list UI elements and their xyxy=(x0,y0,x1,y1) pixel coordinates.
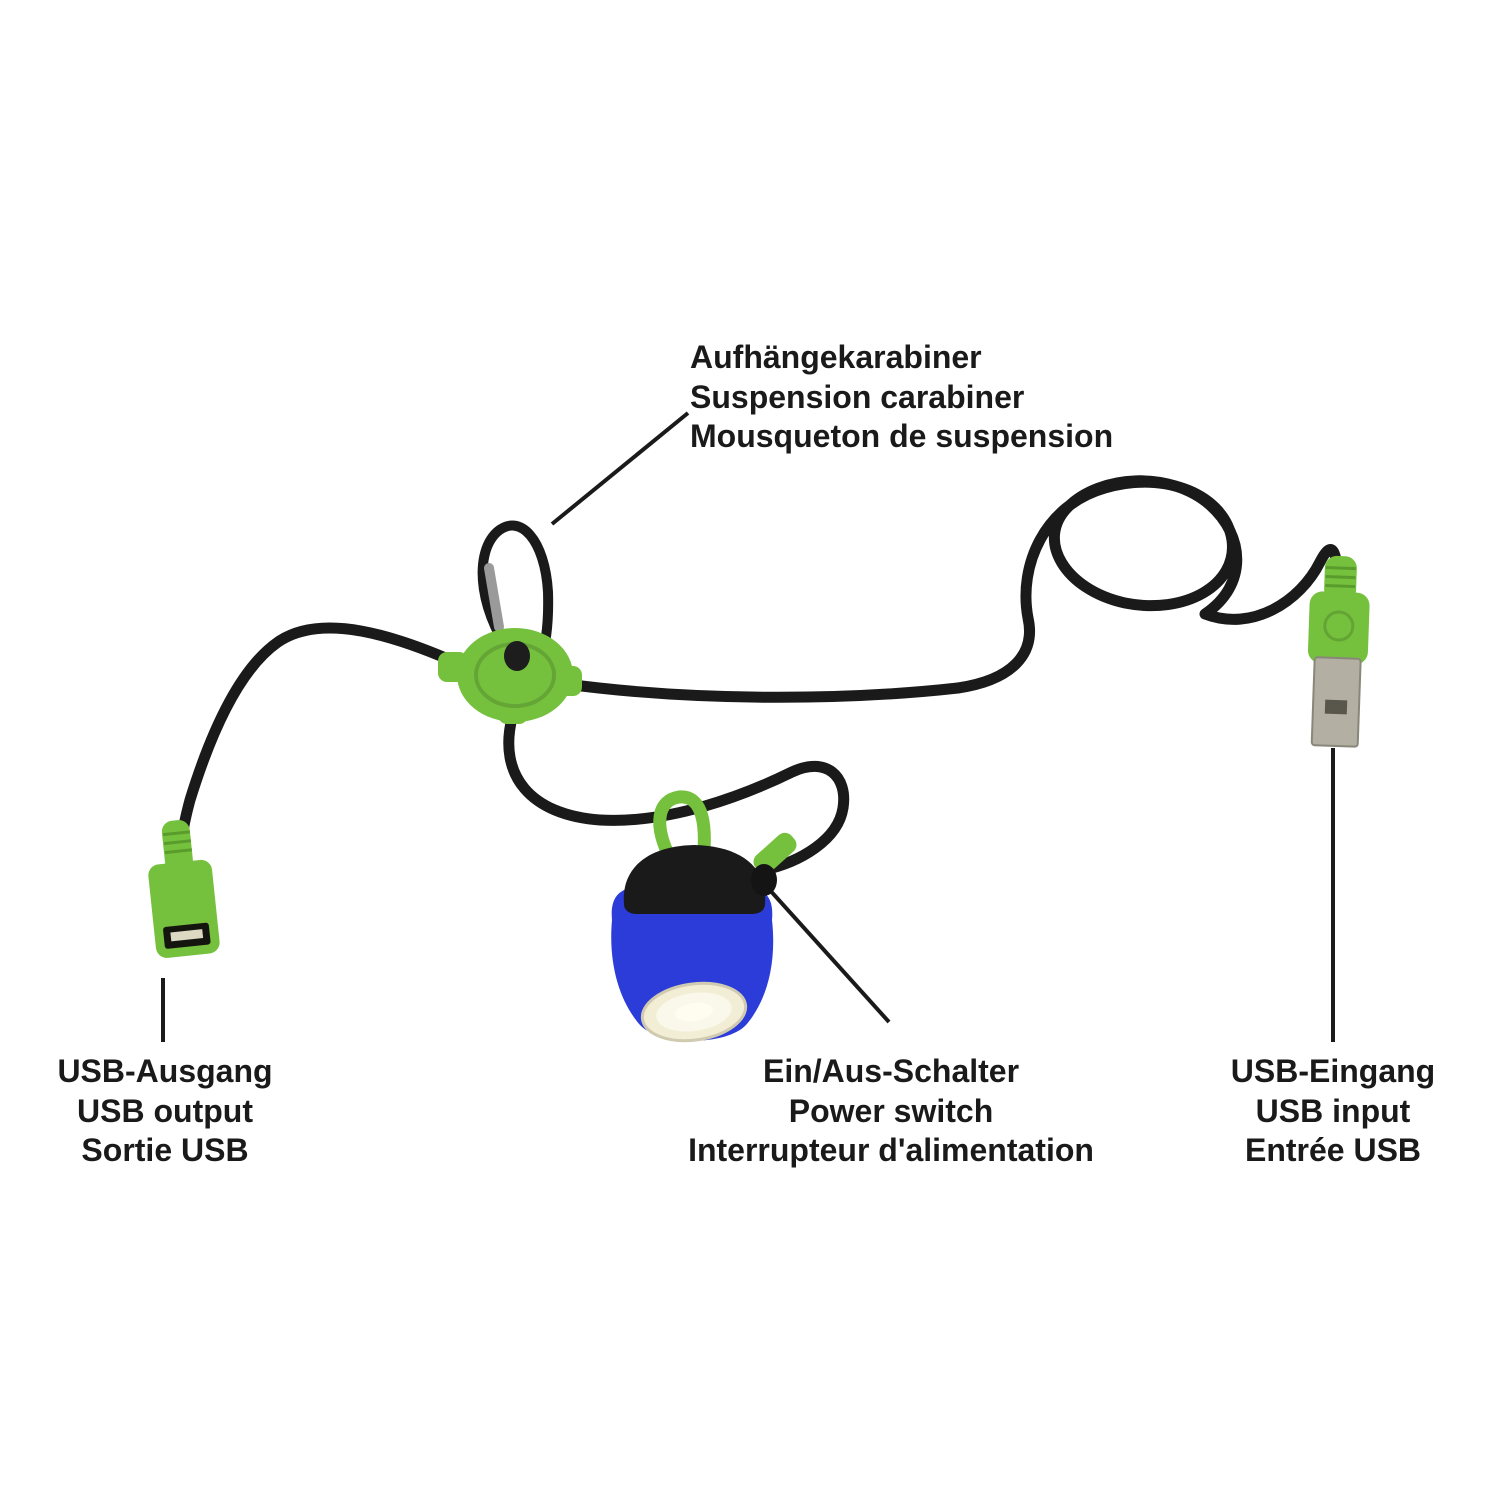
lamp-clip-loop xyxy=(653,790,711,869)
cable-left-output xyxy=(177,622,470,838)
leader-line-carabiner xyxy=(550,411,690,526)
label-power-switch-de: Ein/Aus-Schalter xyxy=(762,1053,1020,1089)
label-usb-output-en: USB output xyxy=(77,1092,253,1129)
label-usb-output-fr: Sortie USB xyxy=(81,1132,249,1169)
label-power-switch-en: Power switch xyxy=(788,1092,994,1129)
label-usb-input: USB-Eingang USB input Entrée USB xyxy=(1143,1052,1500,1171)
label-carabiner-en: Suspension carabiner xyxy=(690,378,1025,415)
usb-shell-hole xyxy=(1324,699,1348,715)
label-usb-input-de: USB-Eingang xyxy=(1230,1053,1436,1089)
label-carabiner: Aufhängekarabiner Suspension carabiner M… xyxy=(690,338,1210,457)
cable-coil xyxy=(952,475,1343,694)
lamp-top-housing xyxy=(623,845,766,914)
cable-to-lamp xyxy=(503,712,850,876)
usb-female-connector xyxy=(148,820,220,958)
hub-carabiner-hole xyxy=(504,641,530,671)
power-switch-knob xyxy=(751,864,777,896)
lamp-illustration xyxy=(611,790,797,1043)
label-usb-input-fr: Entrée USB xyxy=(1244,1132,1422,1169)
label-usb-output-de: USB-Ausgang xyxy=(57,1053,273,1089)
label-carabiner-de: Aufhängekarabiner xyxy=(690,339,982,375)
lamp-lens xyxy=(640,981,748,1043)
lamp-cable-grommet xyxy=(753,832,797,874)
carabiner-gate xyxy=(484,563,504,632)
leader-line-power-switch xyxy=(766,886,891,1024)
usb-output-tongue xyxy=(170,929,204,942)
carabiner-illustration xyxy=(477,520,554,667)
cable-right-main xyxy=(560,678,964,703)
label-usb-input-en: USB input xyxy=(1255,1092,1411,1129)
label-power-switch: Ein/Aus-Schalter Power switch Interrupte… xyxy=(641,1052,1141,1171)
plug-logo-emboss xyxy=(1323,610,1355,642)
label-usb-output: USB-Ausgang USB output Sortie USB xyxy=(0,1052,330,1171)
cable-hub xyxy=(438,628,582,724)
usb-male-plug xyxy=(1307,555,1370,748)
label-power-switch-fr: Interrupteur d'alimentation xyxy=(688,1132,1094,1169)
label-carabiner-fr: Mousqueton de suspension xyxy=(690,418,1114,455)
